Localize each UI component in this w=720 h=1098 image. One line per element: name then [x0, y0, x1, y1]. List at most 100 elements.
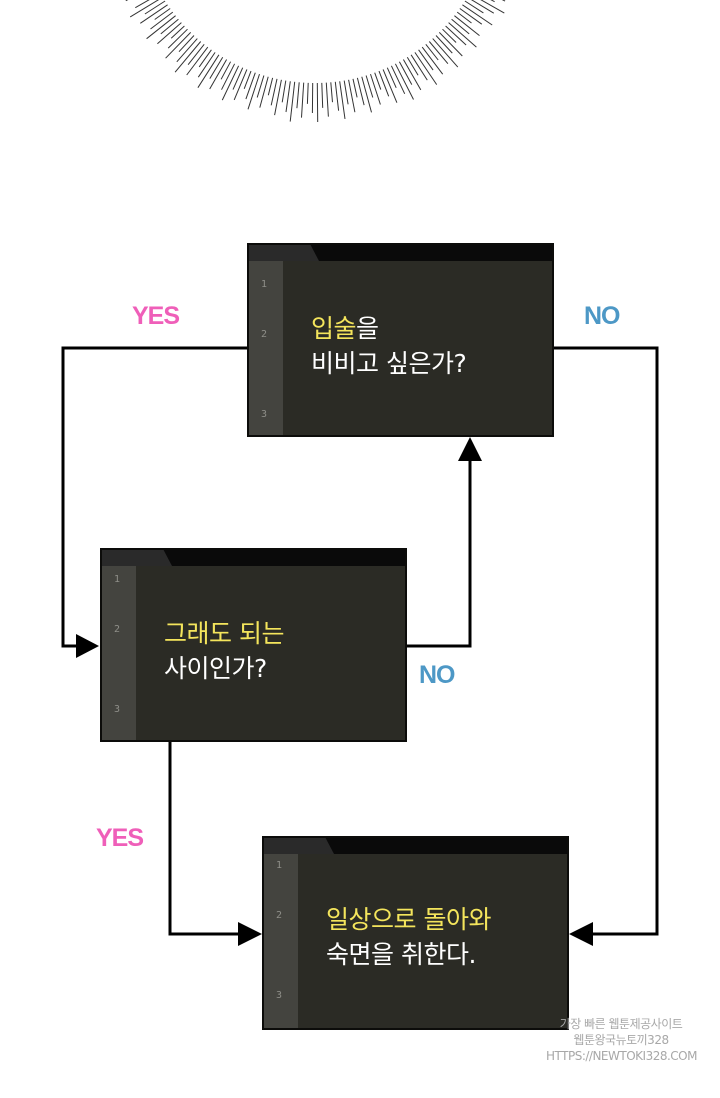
watermark-line-1: 가장 빠른 웹툰제공사이트 [559, 1017, 683, 1031]
node-text-line-1: 입술을 [311, 311, 544, 346]
burst-ray [386, 67, 397, 89]
burst-ray [247, 73, 260, 110]
burst-ray [421, 46, 444, 75]
burst-ray [438, 32, 463, 57]
burst-ray [150, 11, 174, 30]
burst-ray [321, 82, 324, 108]
edge-label-yes-lips-ok: YES [132, 302, 180, 330]
burst-ray [170, 25, 185, 39]
burst-ray [220, 61, 232, 80]
burst-ray [456, 11, 472, 24]
burst-ray [339, 81, 346, 119]
burst-ray [289, 81, 296, 122]
box-tab [102, 550, 172, 566]
burst-ray [451, 18, 470, 35]
watermark-line-3: HTTPS://NEWTOKI328.COM [546, 1049, 697, 1063]
result-box-sleep: 1 2 3 일상으로 돌아와 숙면을 취한다. [262, 836, 569, 1030]
burst-ray [410, 54, 428, 81]
edge-lips-to-sleep [553, 346, 659, 936]
burst-ray [129, 0, 160, 18]
edge-label-yes-ok-sleep: YES [96, 824, 144, 852]
arrowhead-into-lips [458, 437, 482, 461]
burst-ray [187, 43, 205, 66]
burst-ray [167, 28, 188, 49]
burst-ray [197, 54, 220, 88]
burst-ray [418, 49, 434, 71]
burst-ray [221, 65, 240, 101]
arrowhead-into-sleep-left [238, 922, 262, 946]
burst-ray [174, 41, 202, 73]
burst-ray [352, 78, 358, 98]
burst-ray [256, 75, 265, 98]
arrowhead-into-ok [76, 634, 99, 658]
burst-ray [186, 46, 209, 76]
box-title-bar [264, 838, 567, 854]
node-text: 입술을 비비고 싶은가? [311, 311, 544, 381]
burst-ray [198, 49, 212, 68]
decision-box-lips: 1 2 3 입술을 비비고 싶은가? [247, 243, 554, 437]
burst-ray [428, 41, 449, 65]
edge-lips-to-ok [61, 346, 250, 648]
burst-ray [334, 81, 340, 111]
burst-ray [402, 59, 422, 91]
watermark-line-2: 웹툰왕국뉴토끼328 [573, 1033, 669, 1047]
burst-ray [267, 77, 274, 96]
burst-ray [270, 78, 278, 106]
node-text-line-2: 사이인가? [164, 654, 267, 683]
edge-label-no-lips-sleep: NO [584, 302, 620, 330]
edge-ok-to-lips [406, 460, 472, 648]
node-text-line-2: 숙면을 취한다. [326, 940, 476, 969]
burst-ray [285, 81, 291, 113]
burst-ray [245, 72, 256, 100]
highlight-text: 입술 [311, 314, 357, 343]
burst-ray [144, 0, 166, 15]
highlight-text: 일상으로 돌아와 [326, 905, 491, 934]
burst-ray [233, 69, 248, 101]
watermark: 가장 빠른 웹툰제공사이트 웹툰왕국뉴토끼328 HTTPS://NEWTOKI… [546, 1016, 697, 1064]
burst-ray [462, 4, 493, 26]
burst-ray [365, 75, 374, 98]
burst-ray [374, 72, 382, 90]
line-number: 3 [260, 409, 268, 420]
burst-ray [432, 38, 459, 68]
burst-ray [370, 73, 381, 105]
burst-ray [378, 70, 390, 97]
burst-ray [330, 82, 333, 103]
line-number-gutter: 1 2 3 [102, 566, 136, 740]
burst-ray [165, 32, 192, 59]
burst-ray [435, 35, 453, 54]
burst-ray [259, 76, 269, 108]
burst-ray [243, 70, 252, 89]
burst-ray [445, 25, 467, 46]
line-number: 1 [113, 574, 121, 585]
arrowhead-into-sleep-right [569, 922, 593, 946]
burst-ray [296, 82, 300, 109]
box-tab [264, 838, 334, 854]
burst-ray [442, 28, 457, 43]
box-tab [249, 245, 319, 261]
line-number: 2 [260, 329, 268, 340]
line-number: 3 [113, 704, 121, 715]
burst-ray [154, 8, 171, 20]
highlight-text: 그래도 되는 [164, 619, 284, 648]
burst-ray [464, 0, 484, 14]
burst-ray [146, 15, 176, 40]
burst-ray [325, 82, 329, 117]
burst-ray [178, 35, 195, 53]
node-text: 일상으로 돌아와 숙면을 취한다. [326, 902, 559, 972]
burst-ray [209, 59, 228, 90]
burst-ray [140, 4, 168, 24]
line-number: 3 [275, 990, 283, 1001]
burst-ray [281, 80, 287, 103]
burst-ray [301, 82, 305, 118]
line-number-gutter: 1 2 3 [264, 854, 298, 1028]
burst-ray [176, 38, 198, 63]
burst-ray [425, 43, 439, 61]
burst-ray [232, 67, 244, 90]
burst-ray [454, 15, 480, 36]
edge-label-no-ok-lips: NO [419, 661, 455, 689]
burst-ray [160, 18, 179, 35]
burst-ray [197, 52, 216, 78]
burst-ray [361, 76, 372, 113]
burst-ray [209, 56, 224, 79]
